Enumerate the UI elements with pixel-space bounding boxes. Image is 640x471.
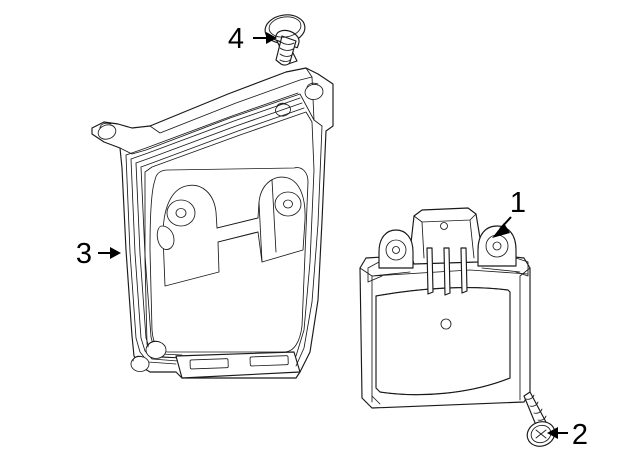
connector-ribs: [426, 247, 468, 296]
callout-label-1: 1: [510, 187, 526, 219]
bolt-threads: [275, 35, 297, 66]
screw-threads: [525, 394, 547, 421]
callout-1-leader: [492, 216, 512, 238]
callout-2-leader: [547, 427, 568, 439]
callout-label-2: 2: [572, 419, 588, 451]
bracket-boss-left: [166, 199, 196, 227]
control-module[interactable]: [359, 207, 531, 409]
callout-label-4: 4: [228, 23, 244, 55]
bracket-bottom-flange: [175, 351, 301, 379]
callout-4-leader: [253, 32, 277, 44]
flange-bolt[interactable]: [263, 12, 307, 66]
control-module-mounting-tab[interactable]: [477, 225, 529, 277]
tapping-screw[interactable]: [523, 391, 559, 450]
bracket-boss-right: [274, 191, 302, 217]
mounting-bracket[interactable]: [91, 67, 334, 379]
callout-label-3: 3: [76, 238, 92, 270]
callout-3-leader: [98, 247, 121, 259]
module-mounting-tab-left: [367, 229, 414, 283]
